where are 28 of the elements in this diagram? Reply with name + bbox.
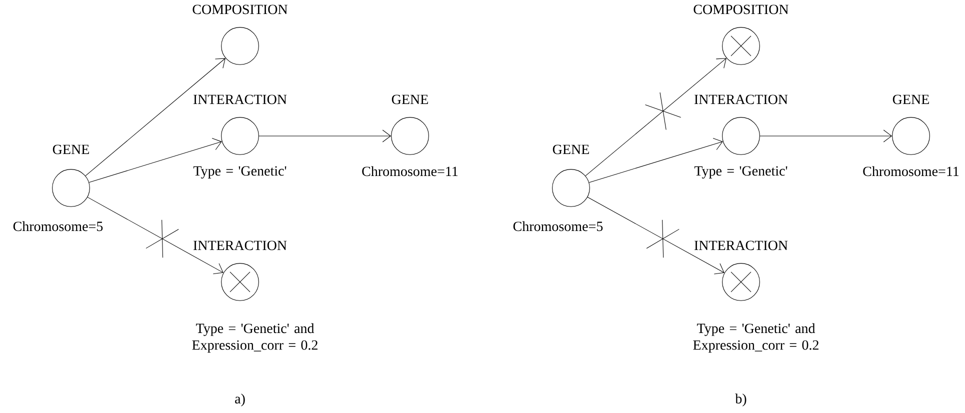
- node-heading: GENE: [892, 94, 929, 104]
- node-annotation: Chromosome=11: [362, 166, 458, 176]
- node-heading: INTERACTION: [193, 240, 287, 250]
- node-annotation: Chromosome=11: [863, 166, 959, 176]
- arrow: [85, 58, 226, 176]
- node-annotation: Type = 'Genetic' and Expression_corr = 0.2: [192, 323, 318, 353]
- node-heading: GENE: [52, 144, 89, 154]
- node-annotation: Chromosome=5: [513, 221, 603, 232]
- node-annotation: Type = 'Genetic': [193, 166, 286, 179]
- node-heading: GENE: [392, 94, 428, 104]
- arrow: [588, 138, 723, 183]
- node-heading: INTERACTION: [193, 94, 287, 104]
- node-annotation: Type = 'Genetic' and Expression_corr = 0.2: [693, 323, 818, 353]
- node-heading: COMPOSITION: [192, 4, 288, 14]
- node-heading: INTERACTION: [694, 94, 788, 104]
- arrow: [587, 196, 724, 274]
- panel-label: b): [735, 394, 746, 406]
- arrow: [87, 196, 224, 274]
- node-annotation: Type = 'Genetic': [694, 166, 788, 179]
- node-heading: INTERACTION: [694, 240, 788, 250]
- arrow: [585, 58, 726, 176]
- panel-label: a): [235, 394, 245, 406]
- arrow: [88, 138, 222, 183]
- arrow: [760, 130, 892, 142]
- node-annotation: Chromosome=5: [13, 221, 103, 232]
- arrow: [258, 130, 392, 142]
- node-heading: COMPOSITION: [694, 4, 788, 14]
- node-heading: GENE: [552, 144, 589, 154]
